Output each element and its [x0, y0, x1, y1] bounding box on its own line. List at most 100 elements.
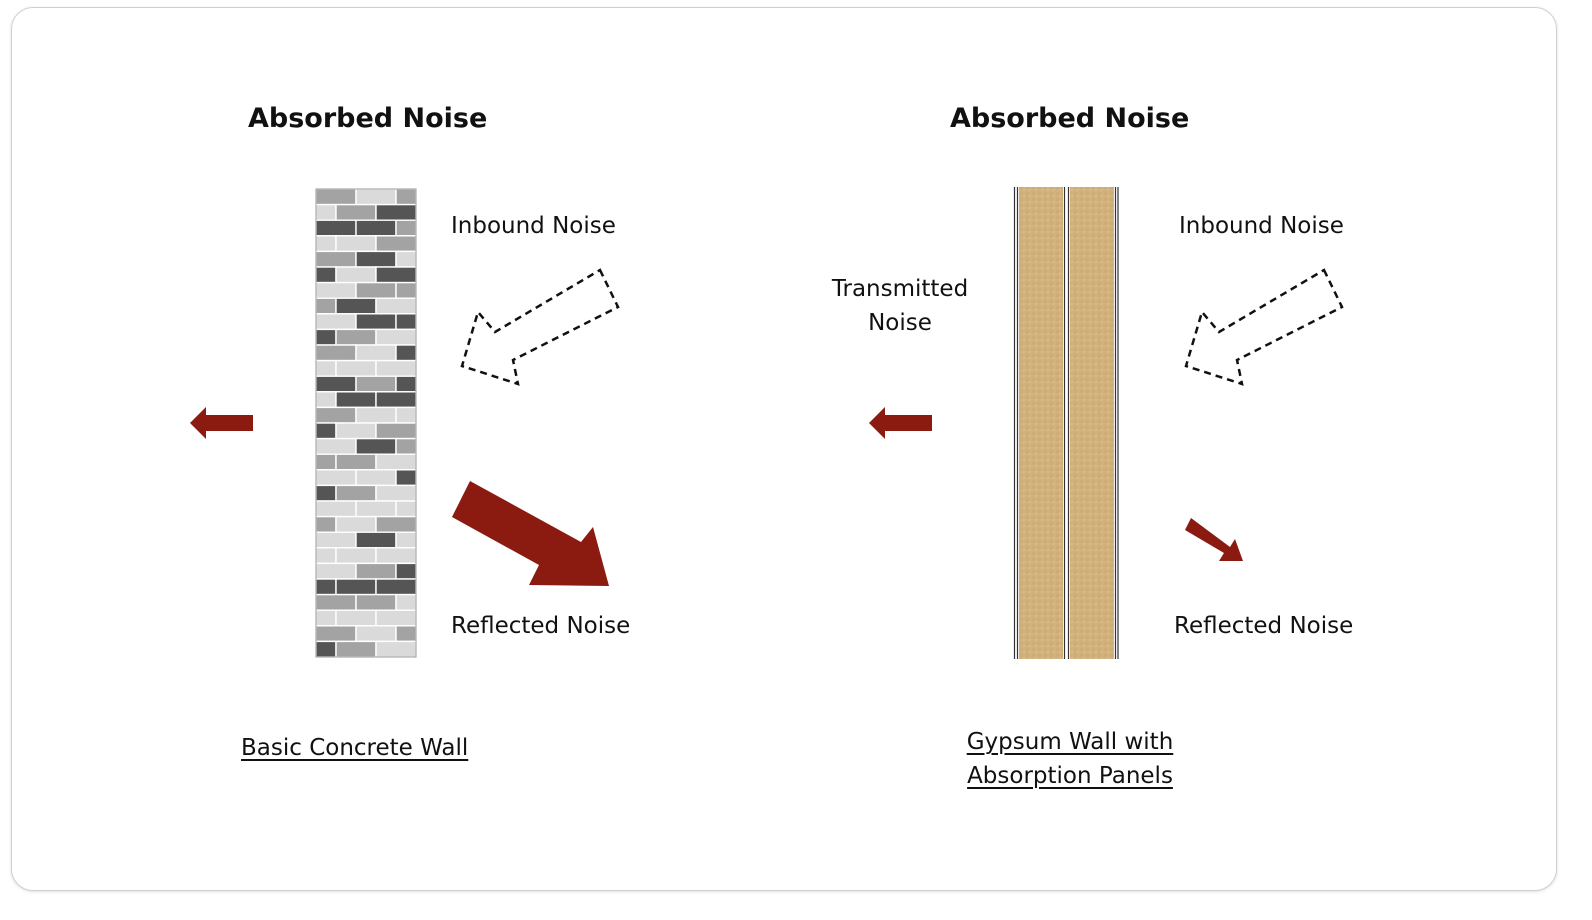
concrete-brick-wall — [315, 188, 417, 658]
absorption-panel-left — [1019, 187, 1063, 659]
brick — [355, 281, 397, 299]
brick — [375, 359, 417, 377]
brick — [315, 500, 357, 518]
brick — [395, 375, 417, 393]
brick — [355, 562, 397, 580]
brick — [315, 547, 337, 565]
brick — [315, 437, 357, 455]
brick — [375, 203, 417, 221]
brick — [395, 250, 417, 268]
brick — [315, 391, 337, 409]
brick — [375, 515, 417, 533]
brick — [335, 640, 377, 658]
brick — [335, 391, 377, 409]
brick — [335, 266, 377, 284]
transmitted-noise-arrow-right — [869, 407, 932, 439]
brick — [315, 531, 357, 549]
brick — [315, 640, 337, 658]
absorption-panel-right — [1070, 187, 1114, 659]
brick — [355, 469, 397, 487]
right-caption-line1: Gypsum Wall with — [966, 729, 1174, 755]
brick — [375, 640, 417, 658]
brick — [315, 469, 357, 487]
right-inbound-label: Inbound Noise — [1179, 213, 1344, 239]
right-reflected-label: Reflected Noise — [1174, 613, 1354, 639]
reflected-noise-arrow-right — [1185, 518, 1243, 561]
brick — [375, 297, 417, 315]
brick — [315, 625, 357, 643]
right-transmitted-label: Transmitted Noise — [800, 276, 1000, 336]
left-inbound-label: Inbound Noise — [451, 213, 616, 239]
brick — [355, 625, 397, 643]
brick — [395, 313, 417, 331]
gypsum-wall — [1013, 187, 1119, 659]
right-transmitted-line1: Transmitted — [831, 276, 969, 302]
brick — [315, 609, 337, 627]
brick — [355, 500, 397, 518]
brick — [315, 250, 357, 268]
brick — [315, 515, 337, 533]
left-reflected-label: Reflected Noise — [451, 613, 631, 639]
brick — [315, 422, 337, 440]
brick — [335, 297, 377, 315]
brick — [315, 593, 357, 611]
brick — [315, 235, 337, 253]
brick — [395, 188, 417, 206]
brick — [375, 235, 417, 253]
brick — [375, 484, 417, 502]
brick — [395, 437, 417, 455]
brick — [315, 359, 337, 377]
brick — [395, 500, 417, 518]
brick — [395, 281, 417, 299]
brick — [395, 406, 417, 424]
brick — [395, 469, 417, 487]
brick — [355, 531, 397, 549]
transmitted-noise-arrow — [190, 407, 253, 439]
brick — [395, 625, 417, 643]
inbound-noise-arrow-right — [1184, 268, 1344, 386]
brick — [355, 375, 397, 393]
brick — [315, 313, 357, 331]
brick — [355, 219, 397, 237]
brick — [375, 547, 417, 565]
left-title: Absorbed Noise — [248, 103, 488, 134]
brick — [315, 188, 357, 206]
brick — [335, 359, 377, 377]
brick — [355, 437, 397, 455]
brick — [335, 578, 377, 596]
brick — [355, 593, 397, 611]
brick — [315, 578, 337, 596]
brick — [315, 344, 357, 362]
brick — [315, 453, 337, 471]
brick — [375, 266, 417, 284]
brick — [335, 547, 377, 565]
brick — [335, 453, 377, 471]
brick — [335, 203, 377, 221]
brick — [335, 422, 377, 440]
brick — [375, 422, 417, 440]
brick — [395, 219, 417, 237]
brick — [355, 313, 397, 331]
brick — [315, 484, 337, 502]
brick — [395, 562, 417, 580]
brick — [315, 328, 337, 346]
brick — [315, 203, 337, 221]
right-caption-line2: Absorption Panels — [967, 763, 1173, 789]
brick — [375, 328, 417, 346]
brick — [315, 562, 357, 580]
right-transmitted-line2: Noise — [868, 310, 932, 336]
brick — [355, 250, 397, 268]
inbound-noise-arrow — [460, 268, 620, 386]
brick — [355, 406, 397, 424]
brick — [375, 609, 417, 627]
brick — [335, 484, 377, 502]
right-caption: Gypsum Wall with Absorption Panels — [920, 729, 1220, 789]
brick — [335, 515, 377, 533]
brick — [315, 281, 357, 299]
brick — [375, 578, 417, 596]
brick — [395, 593, 417, 611]
diagram-card — [11, 7, 1557, 891]
brick — [395, 344, 417, 362]
brick — [315, 406, 357, 424]
